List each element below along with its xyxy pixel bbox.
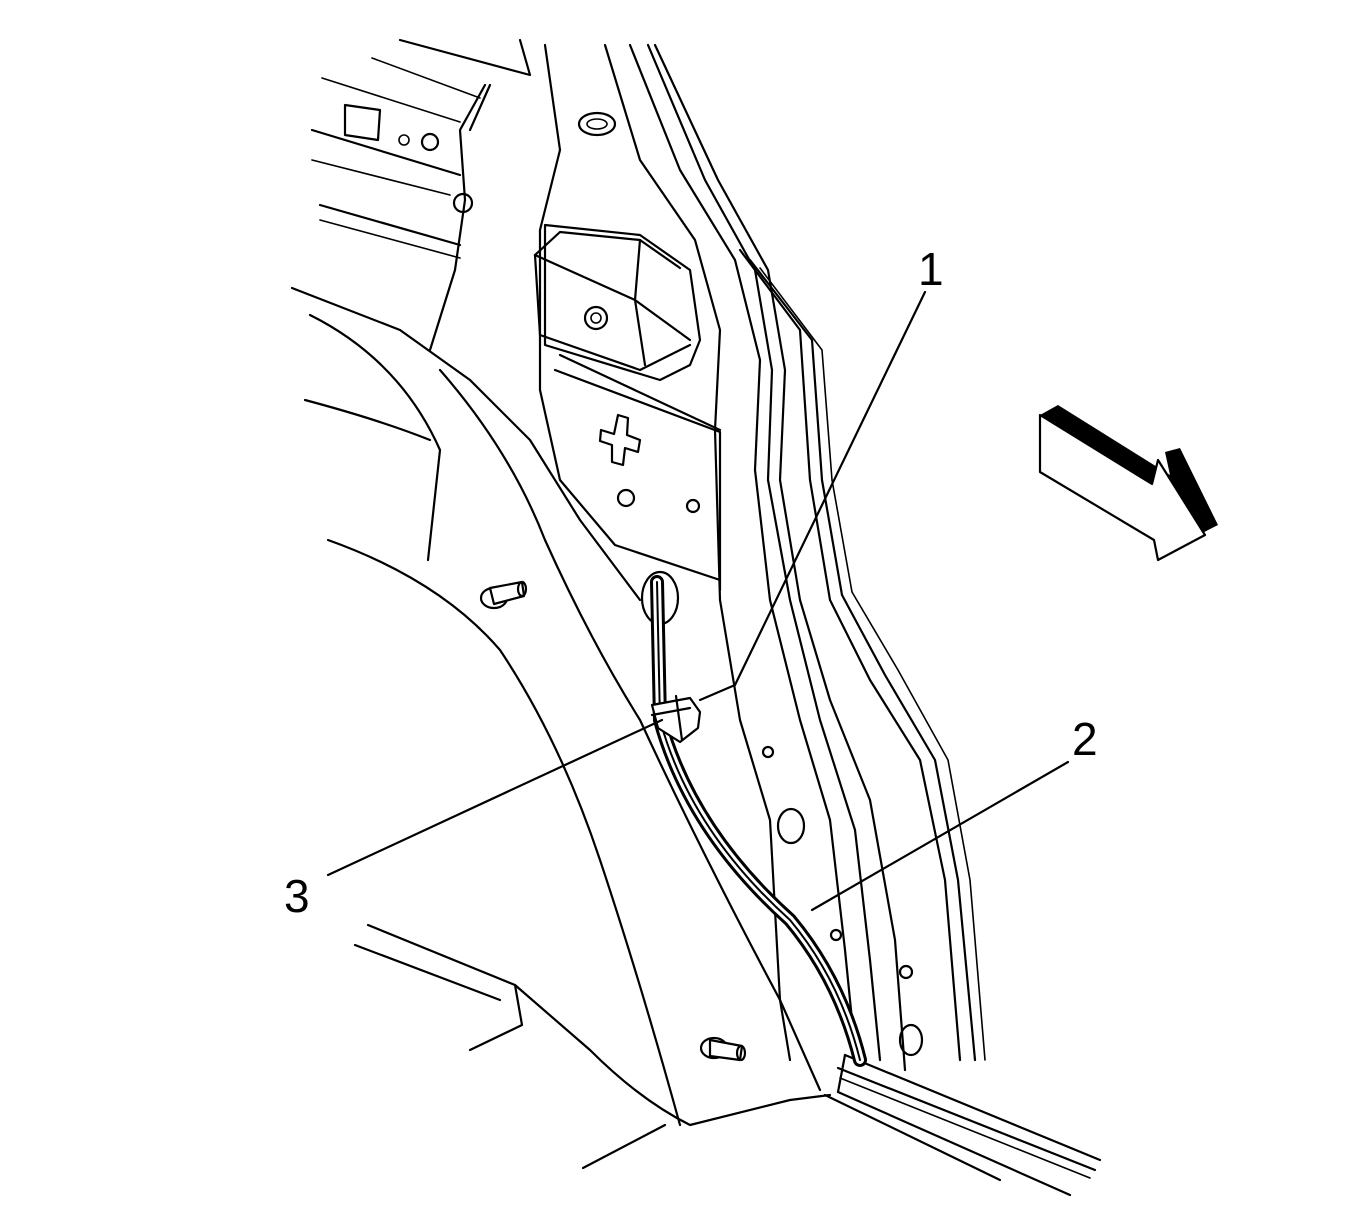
callout-1: 1 xyxy=(918,243,944,295)
leader-lines xyxy=(326,290,1070,912)
fastener-lower xyxy=(699,1036,747,1062)
quarter-panel xyxy=(290,286,832,1170)
rocker-sill xyxy=(823,1053,1102,1197)
upper-panel xyxy=(310,38,532,352)
pillar xyxy=(538,43,986,1072)
callout-3: 3 xyxy=(284,870,310,922)
leader-line-1 xyxy=(698,290,927,702)
wiring-harness xyxy=(640,570,867,1067)
callout-2: 2 xyxy=(1072,713,1098,765)
fastener-upper xyxy=(479,580,528,610)
leader-line-2 xyxy=(810,760,1070,912)
module-bracket xyxy=(533,223,722,432)
pillar-plate xyxy=(553,368,924,1057)
harness-clip xyxy=(650,694,702,744)
forward-arrow-icon xyxy=(1038,405,1218,562)
leader-line-3 xyxy=(326,718,664,877)
